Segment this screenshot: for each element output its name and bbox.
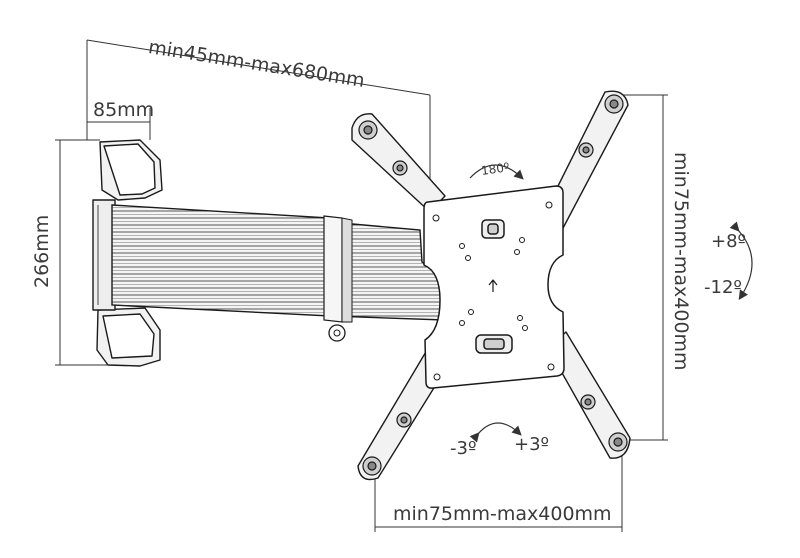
vesa-vertical-label: min75mm-max400mm	[670, 152, 692, 371]
wall-plate-depth-label: 85mm	[93, 99, 155, 121]
dimension-lines	[55, 39, 668, 532]
rotate-label: 180º	[480, 160, 511, 178]
wall-plate	[92, 139, 163, 367]
vesa-horizontal-label: min75mm-max400mm	[393, 503, 612, 525]
bracket-holes	[358, 94, 628, 476]
tilt-up-label: +8º	[711, 231, 747, 252]
center-plate	[423, 185, 565, 389]
rotation-arrows	[469, 164, 753, 443]
level-minus-label: -3º	[450, 438, 477, 459]
level-plus-label: +3º	[514, 434, 550, 455]
tilt-down-label: -12º	[704, 277, 742, 298]
extension-arm	[111, 204, 445, 342]
wall-plate-height-label: 266mm	[31, 214, 53, 288]
